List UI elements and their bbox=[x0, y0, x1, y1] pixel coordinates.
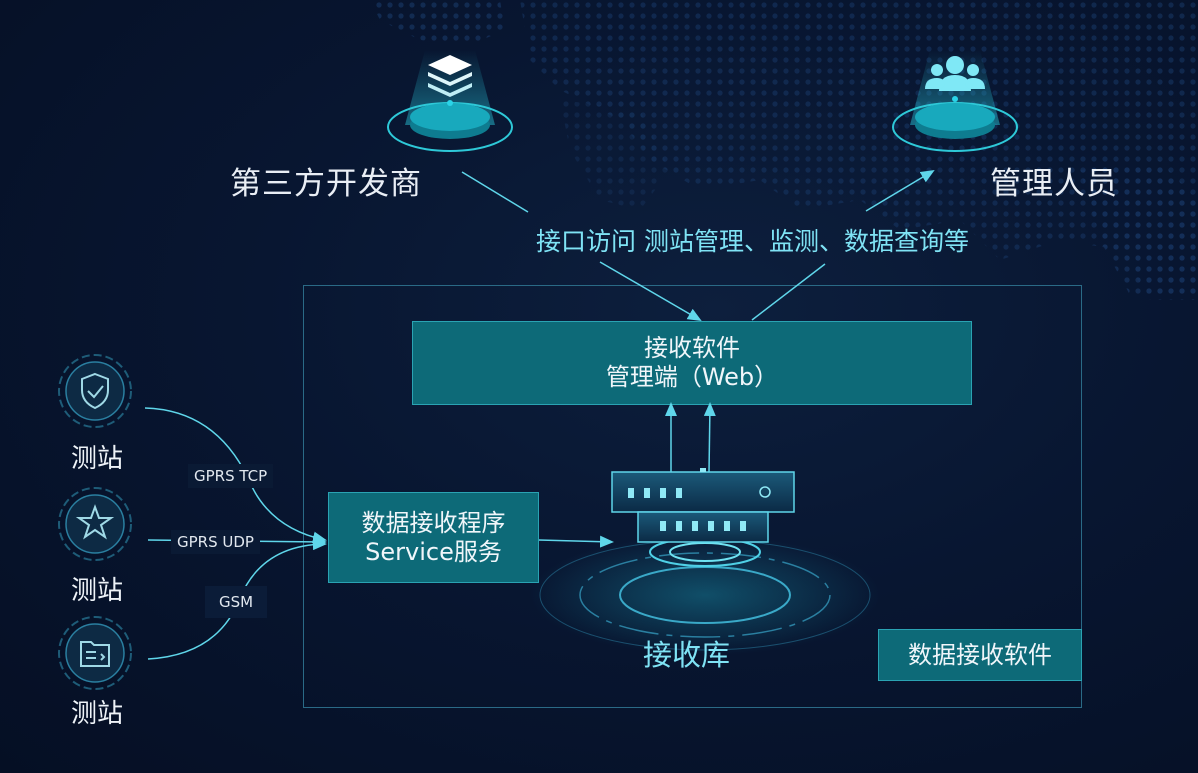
admin-arrow bbox=[865, 169, 935, 212]
receiving-software-frame bbox=[303, 285, 1082, 708]
protocol-label-udp: GPRS UDP bbox=[171, 530, 260, 554]
database-server-illustration bbox=[530, 468, 880, 655]
station-label-2: 测站 bbox=[71, 576, 124, 606]
station-label-3: 测站 bbox=[71, 699, 124, 729]
protocol-label-gsm: GSM bbox=[205, 586, 268, 618]
service-box-title: 数据接收程序 bbox=[361, 508, 506, 537]
service-box-subtitle: Service服务 bbox=[365, 537, 502, 566]
star-gear-icon bbox=[75, 504, 115, 540]
developer-line bbox=[461, 171, 529, 213]
developer-platform-icon bbox=[387, 50, 513, 152]
db-to-web-arrow-2 bbox=[703, 402, 716, 473]
users-group-icon bbox=[925, 56, 985, 102]
receiving-service-box[interactable]: 数据接收程序 Service服务 bbox=[328, 492, 539, 583]
station-icon-3[interactable] bbox=[56, 614, 134, 692]
document-folder-icon bbox=[80, 641, 110, 667]
shield-check-icon bbox=[81, 372, 109, 410]
layers-icon bbox=[428, 55, 472, 106]
receiving-software-box: 数据接收软件 bbox=[878, 629, 1082, 681]
service-to-db-arrow bbox=[538, 535, 614, 548]
station-icon-2[interactable] bbox=[56, 485, 134, 563]
database-label: 接收库 bbox=[643, 638, 731, 672]
station-icon-1[interactable] bbox=[56, 352, 134, 430]
admin-platform-icon bbox=[892, 50, 1018, 152]
web-management-box[interactable]: 接收软件 管理端（Web） bbox=[412, 321, 972, 405]
admin-label: 管理人员 bbox=[990, 166, 1118, 202]
web-box-title: 接收软件 bbox=[644, 334, 740, 363]
server-rack-icon bbox=[611, 468, 795, 543]
station-label-1: 测站 bbox=[71, 444, 124, 474]
interface-services-label: 接口访问 测站管理、监测、数据查询等 bbox=[536, 227, 969, 256]
developer-to-web-arrow bbox=[599, 261, 702, 322]
developer-label: 第三方开发商 bbox=[230, 166, 422, 202]
protocol-label-tcp: GPRS TCP bbox=[188, 464, 274, 488]
web-box-subtitle: 管理端（Web） bbox=[605, 363, 779, 391]
software-box-label: 数据接收软件 bbox=[908, 640, 1052, 669]
web-to-admin-line bbox=[751, 263, 826, 321]
